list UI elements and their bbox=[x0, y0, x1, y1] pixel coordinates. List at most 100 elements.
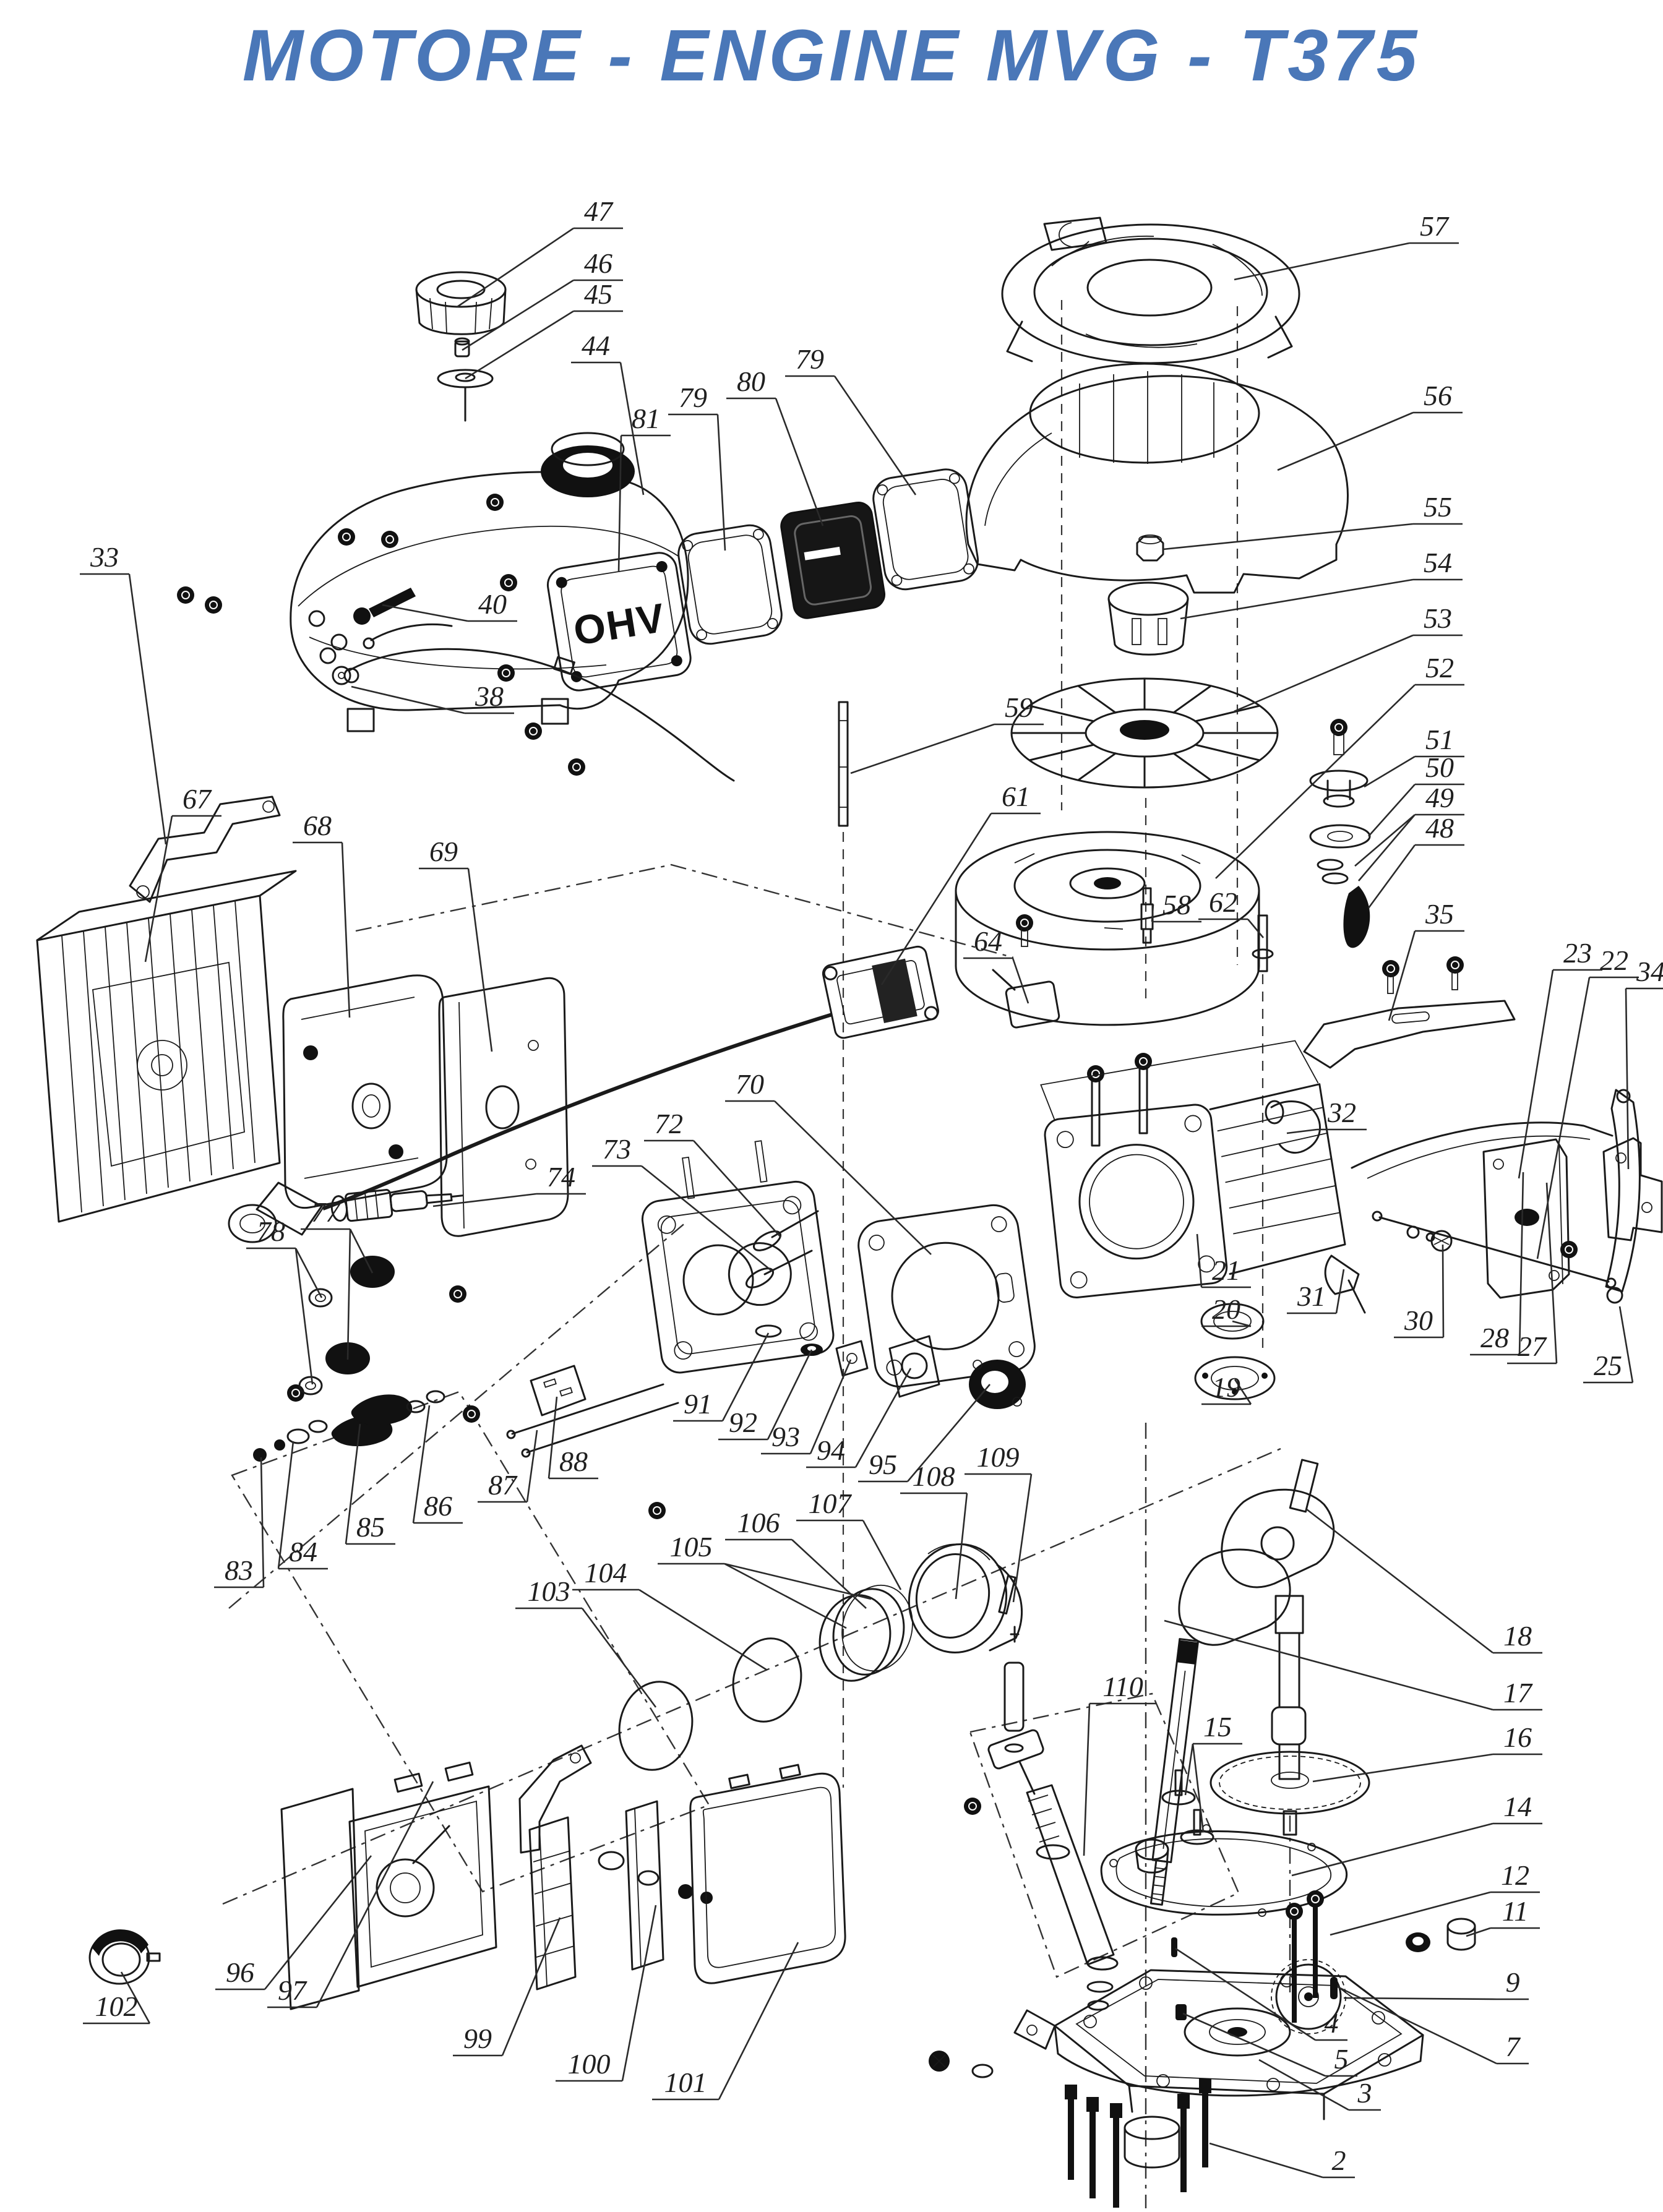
leader-line-48 bbox=[1367, 844, 1464, 909]
leader-line-96 bbox=[215, 1855, 372, 1991]
part-ref-79: 79 bbox=[668, 382, 726, 551]
leader-line-59 bbox=[850, 723, 1044, 774]
leader-line-95 bbox=[858, 1384, 990, 1483]
part-number-99: 99 bbox=[463, 2023, 492, 2054]
leader-line-9 bbox=[1343, 1997, 1529, 2000]
part-number-85: 85 bbox=[356, 1511, 385, 1543]
part-ref-68: 68 bbox=[293, 810, 351, 1018]
part-number-106: 106 bbox=[737, 1507, 780, 1538]
part-number-56: 56 bbox=[1424, 380, 1452, 411]
leader-line-35 bbox=[1388, 930, 1464, 1021]
leader-line-110 bbox=[1083, 1702, 1156, 1856]
part-number-67: 67 bbox=[183, 783, 212, 815]
leader-line-28 bbox=[1470, 1172, 1524, 1356]
leader-line-19 bbox=[1201, 1379, 1252, 1405]
part-ref-86: 86 bbox=[412, 1405, 463, 1524]
head-studs bbox=[838, 701, 1274, 1147]
part-ref-92: 92 bbox=[718, 1349, 813, 1441]
part-ref-33: 33 bbox=[80, 541, 167, 845]
leader-line-21 bbox=[1196, 1233, 1251, 1288]
leader-line-22 bbox=[1536, 976, 1639, 1259]
part-ref-45: 45 bbox=[465, 278, 623, 380]
leader-line-86 bbox=[412, 1405, 463, 1524]
cylinder-head bbox=[641, 1140, 835, 1374]
crankcase-bolts bbox=[1065, 2078, 1211, 2208]
part-number-80: 80 bbox=[737, 366, 765, 397]
part-ref-94: 94 bbox=[806, 1368, 912, 1468]
leader-line-49 bbox=[1354, 813, 1464, 881]
valve-cover-gasket-2 bbox=[872, 468, 979, 591]
part-ref-85: 85 bbox=[345, 1423, 395, 1545]
part-ref-19: 19 bbox=[1201, 1371, 1252, 1405]
part-ref-105: 105 bbox=[658, 1531, 872, 1629]
part-number-12: 12 bbox=[1501, 1859, 1529, 1891]
leader-line-67 bbox=[144, 815, 221, 962]
muffler-heat-shield bbox=[438, 977, 569, 1237]
part-number-46: 46 bbox=[584, 247, 612, 279]
choke-knob bbox=[88, 1929, 161, 1985]
leader-line-100 bbox=[556, 1905, 657, 2082]
part-ref-101: 101 bbox=[652, 1942, 799, 2101]
part-number-34: 34 bbox=[1636, 956, 1663, 987]
part-number-50: 50 bbox=[1425, 752, 1454, 783]
part-number-49: 49 bbox=[1425, 782, 1454, 813]
leader-line-99 bbox=[453, 1917, 561, 2057]
leader-line-79 bbox=[668, 413, 726, 551]
air-filter-housing bbox=[280, 1761, 497, 2010]
part-number-72: 72 bbox=[655, 1108, 683, 1139]
choke-bracket bbox=[518, 1744, 713, 1904]
recoil-starter bbox=[1001, 216, 1300, 364]
leader-line-105 bbox=[658, 1563, 872, 1629]
flywheel-nut bbox=[1136, 534, 1164, 562]
part-ref-32: 32 bbox=[1286, 1097, 1367, 1134]
tank-bolt bbox=[319, 588, 416, 684]
oil-pan bbox=[929, 1969, 1424, 2120]
part-number-27: 27 bbox=[1518, 1331, 1547, 1362]
leader-line-30 bbox=[1394, 1244, 1445, 1339]
part-ref-51: 51 bbox=[1364, 724, 1464, 788]
part-number-73: 73 bbox=[603, 1133, 631, 1165]
bracket-34 bbox=[1602, 1137, 1663, 1241]
part-number-93: 93 bbox=[771, 1421, 800, 1452]
part-ref-58: 58 bbox=[1151, 889, 1201, 923]
part-number-109: 109 bbox=[977, 1441, 1020, 1473]
part-ref-2: 2 bbox=[1209, 2142, 1355, 2179]
part-number-81: 81 bbox=[632, 403, 660, 434]
leader-line-45 bbox=[465, 310, 623, 380]
part-ref-102: 102 bbox=[83, 1971, 151, 2025]
part-ref-9: 9 bbox=[1343, 1966, 1529, 2000]
leader-line-106 bbox=[725, 1538, 867, 1609]
leader-line-70 bbox=[725, 1100, 932, 1255]
part-number-92: 92 bbox=[729, 1407, 757, 1438]
leader-line-5 bbox=[1182, 2012, 1357, 2077]
filter-element-panel bbox=[625, 1800, 664, 1971]
leader-line-77 bbox=[301, 1228, 374, 1360]
cap-gasket bbox=[437, 369, 494, 422]
part-number-35: 35 bbox=[1425, 898, 1454, 930]
leader-line-50 bbox=[1368, 783, 1464, 837]
leader-line-91 bbox=[673, 1332, 770, 1422]
leader-line-80 bbox=[726, 397, 824, 526]
part-number-48: 48 bbox=[1425, 812, 1454, 844]
leader-line-23 bbox=[1518, 969, 1602, 1179]
leader-line-2 bbox=[1209, 2142, 1355, 2179]
part-ref-77: 77 bbox=[301, 1196, 374, 1360]
part-ref-12: 12 bbox=[1330, 1859, 1540, 1936]
part-number-94: 94 bbox=[817, 1434, 845, 1466]
part-number-2: 2 bbox=[1332, 2145, 1346, 2176]
head-gasket bbox=[857, 1204, 1036, 1388]
leader-line-18 bbox=[1306, 1508, 1542, 1654]
key-and-washers bbox=[1309, 718, 1371, 948]
part-number-102: 102 bbox=[95, 1991, 138, 2022]
part-ref-108: 108 bbox=[900, 1460, 968, 1600]
part-ref-100: 100 bbox=[556, 1905, 657, 2082]
part-labels: 4746454481798079575655545352515049485958… bbox=[80, 195, 1663, 2179]
part-number-79: 79 bbox=[796, 343, 824, 375]
part-number-62: 62 bbox=[1209, 886, 1237, 918]
part-ref-54: 54 bbox=[1180, 547, 1463, 620]
oil-dipstick-assembly bbox=[963, 1729, 1169, 2011]
part-number-33: 33 bbox=[90, 541, 119, 573]
part-number-45: 45 bbox=[584, 278, 612, 310]
leader-line-34 bbox=[1625, 987, 1663, 1170]
